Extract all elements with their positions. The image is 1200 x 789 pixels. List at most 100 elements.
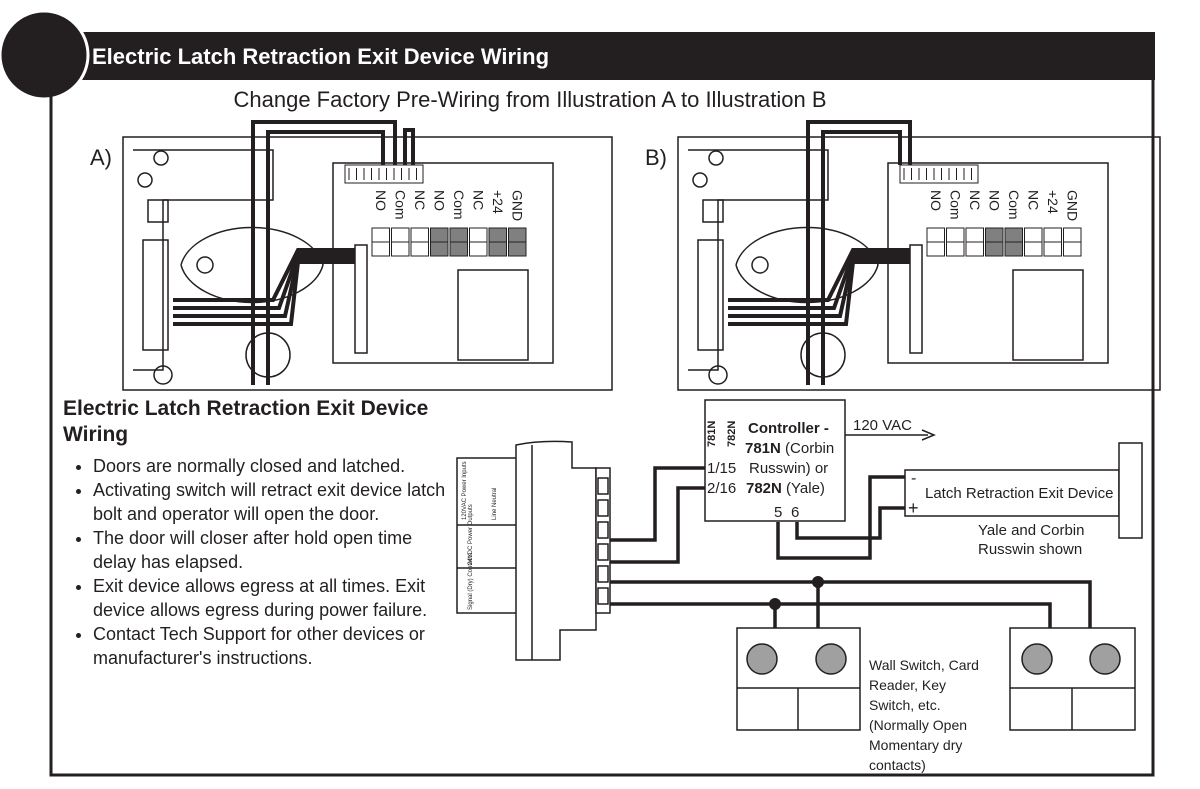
frame (49, 80, 1155, 777)
terminal-label: GND (1065, 190, 1081, 221)
switch-left[interactable] (736, 627, 861, 731)
controller-pins-1-15: 1/15 (707, 460, 736, 477)
relay (1012, 269, 1084, 361)
note-item: The door will closer after hold open tim… (93, 526, 453, 574)
wire (821, 130, 902, 385)
wire (266, 130, 385, 385)
svg-text:782N (Yale): 782N (Yale) (746, 480, 825, 497)
switch-block (702, 199, 724, 223)
controller-model-781n: 781N (745, 440, 781, 457)
wire (806, 120, 912, 385)
title-bar (50, 32, 1155, 80)
terminal-label: NO (373, 190, 389, 211)
notes: Electric Latch Retraction Exit Device Wi… (63, 396, 453, 670)
controller-box (704, 399, 846, 522)
controller-title: Controller - (748, 420, 829, 437)
hole (692, 172, 708, 188)
latch-note-1: Yale and Corbin (978, 522, 1084, 539)
section-marker (0, 9, 90, 101)
svg-text:contacts): contacts) (869, 757, 926, 773)
terminal-label: +24 (490, 190, 506, 214)
controller-pin-5: 5 (774, 504, 782, 521)
terminal-label: Com (1006, 190, 1022, 220)
switch-button (815, 643, 847, 675)
supply-label: 120 VAC (853, 417, 912, 434)
wire (173, 248, 355, 302)
operator-terminal (597, 477, 609, 495)
operator-signal-label: Signal (Dry) Contacts (468, 553, 474, 610)
junction-dot (769, 598, 781, 610)
screw-icon (751, 256, 769, 274)
switch-right[interactable] (1009, 627, 1136, 731)
latch-device-bar (1118, 442, 1143, 539)
terminal-label: Com (393, 190, 409, 220)
switch-block (147, 199, 169, 223)
hole (708, 365, 728, 385)
switch-button (1021, 643, 1053, 675)
controller-brand-yale: (Yale) (786, 480, 825, 497)
operator-terminal (597, 543, 609, 561)
note-item: Exit device allows egress at all times. … (93, 574, 453, 622)
note-item: Activating switch will retract exit devi… (93, 478, 453, 526)
latch-device-box (904, 469, 1120, 517)
operator-line-neutral-label: Line Neutral (492, 488, 498, 520)
controller-brand-russwin: Russwin) or (749, 460, 828, 477)
hole (137, 172, 153, 188)
svg-text:Wall Switch, Card: Wall Switch, Card (869, 657, 979, 673)
controller-pins-2-16: 2/16 (707, 480, 736, 497)
hole (708, 150, 724, 166)
operator-power-outputs-label: 24VDC Power Outputs (468, 504, 474, 565)
side-bracket (142, 239, 169, 351)
operator-terminal (597, 565, 609, 583)
switch-note: Wall Switch, Card Reader, Key Switch, et… (869, 657, 979, 773)
side-bracket (697, 239, 724, 351)
controller-col-781n: 781N (706, 421, 718, 447)
latch-minus: - (911, 470, 916, 487)
operator-terminal (597, 499, 609, 517)
header-strip (354, 244, 368, 354)
note-item: Contact Tech Support for other devices o… (93, 622, 453, 670)
slot (180, 226, 324, 304)
switch-button (1089, 643, 1121, 675)
arrow-right-icon (921, 429, 936, 441)
slot (735, 226, 879, 304)
wire (728, 248, 910, 302)
terminal-label: Com (948, 190, 964, 220)
controller-col-782n: 782N (726, 421, 738, 447)
field-wiring (610, 466, 1092, 645)
wire (403, 128, 415, 165)
wire (728, 252, 910, 310)
header-strip (909, 244, 923, 354)
wire (173, 260, 355, 326)
terminal-label: Com (451, 190, 467, 220)
operator-terminal (597, 521, 609, 539)
operator-terminal (597, 587, 609, 605)
junction-dot (812, 576, 824, 588)
wire (173, 256, 355, 318)
controller-brand-corbin: (Corbin (785, 440, 834, 457)
relay (457, 269, 529, 361)
hole (153, 150, 169, 166)
illustration-label: B) (645, 145, 667, 170)
door-operator (456, 440, 611, 661)
svg-text:Reader, Key: Reader, Key (869, 677, 946, 693)
wire (728, 256, 910, 318)
switch-button (746, 643, 778, 675)
latch-note-2: Russwin shown (978, 541, 1082, 558)
frame-outline (133, 149, 274, 371)
terminal-label: NC (412, 190, 428, 210)
controller-model-782n: 782N (746, 480, 782, 497)
svg-text:Momentary dry: Momentary dry (869, 737, 962, 753)
terminal-label: NO (928, 190, 944, 211)
wire (173, 252, 355, 310)
latch-plus: + (908, 498, 919, 518)
note-item: Doors are normally closed and latched. (93, 454, 453, 478)
wire (251, 120, 397, 385)
panel-frame (122, 136, 613, 391)
page-title: Electric Latch Retraction Exit Device Wi… (92, 44, 549, 69)
svg-text:(Normally Open: (Normally Open (869, 717, 967, 733)
frame-outline (688, 149, 829, 371)
